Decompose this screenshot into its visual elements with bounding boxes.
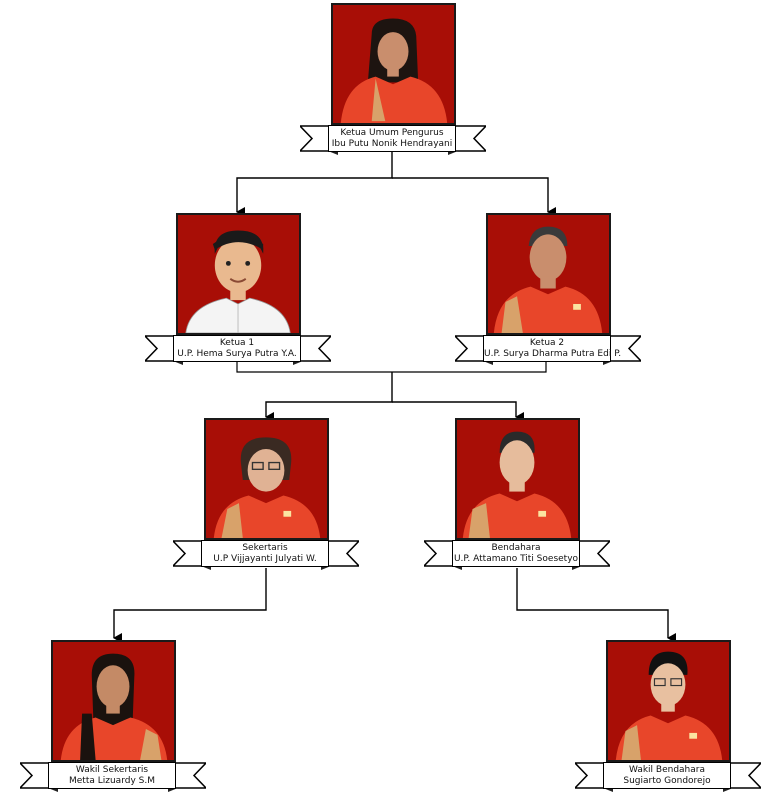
member-role: Bendahara bbox=[491, 543, 541, 553]
member-card-wakil-sekertaris: Wakil Sekertaris Metta Lizuardy S.M bbox=[20, 640, 206, 792]
member-role: Ketua Umum Pengurus bbox=[340, 128, 444, 138]
member-name: U.P. Attamano Titi Soesetyo bbox=[453, 554, 579, 564]
member-card-ketua-2: Ketua 2 U.P. Surya Dharma Putra Edi P. bbox=[455, 213, 641, 365]
member-role: Ketua 2 bbox=[529, 338, 565, 348]
member-photo bbox=[176, 213, 301, 335]
connector-to-wakil-bendahara bbox=[516, 568, 676, 643]
member-name: U.P Vijjayanti Julyati W. bbox=[213, 554, 317, 564]
person-portrait-icon bbox=[340, 18, 448, 123]
member-photo bbox=[486, 213, 611, 335]
member-role: Wakil Bendahara bbox=[629, 765, 705, 775]
connector-ketua-umum-ketua-2 bbox=[392, 177, 556, 217]
member-photo bbox=[51, 640, 176, 762]
member-card-sekertaris: Sekertaris U.P Vijjayanti Julyati W. bbox=[173, 418, 359, 570]
member-name: U.P. Surya Dharma Putra Edi P. bbox=[484, 349, 622, 359]
member-card-wakil-bendahara: Wakil Bendahara Sugiarto Gondorejo bbox=[575, 640, 761, 792]
member-role: Sekertaris bbox=[242, 543, 288, 553]
member-card-bendahara: Bendahara U.P. Attamano Titi Soesetyo bbox=[424, 418, 610, 570]
person-portrait-icon bbox=[60, 653, 168, 760]
member-role: Ketua 1 bbox=[219, 338, 255, 348]
person-portrait-icon bbox=[213, 437, 321, 538]
member-caption: Bendahara U.P. Attamano Titi Soesetyo bbox=[452, 540, 580, 567]
member-name: Metta Lizuardy S.M bbox=[69, 776, 155, 786]
cartoon-avatar-icon bbox=[185, 230, 291, 333]
member-photo bbox=[455, 418, 580, 540]
member-name: U.P. Hema Surya Putra Y.A. bbox=[177, 349, 297, 359]
member-caption: Ketua 2 U.P. Surya Dharma Putra Edi P. bbox=[483, 335, 622, 362]
member-photo bbox=[606, 640, 731, 762]
member-photo bbox=[331, 3, 456, 125]
member-caption: Ketua Umum Pengurus Ibu Putu Nonik Hendr… bbox=[328, 125, 456, 152]
connector-to-wakil-sekertaris bbox=[113, 568, 267, 643]
connector-to-sekertaris bbox=[265, 372, 393, 422]
member-caption: Wakil Sekertaris Metta Lizuardy S.M bbox=[48, 762, 176, 789]
person-portrait-icon bbox=[493, 226, 603, 333]
member-caption: Ketua 1 U.P. Hema Surya Putra Y.A. bbox=[173, 335, 301, 362]
member-caption: Wakil Bendahara Sugiarto Gondorejo bbox=[603, 762, 731, 789]
member-role: Wakil Sekertaris bbox=[75, 765, 149, 775]
connector-ketua-umum-ketua-1 bbox=[236, 152, 393, 217]
member-card-ketua-umum: Ketua Umum Pengurus Ibu Putu Nonik Hendr… bbox=[300, 3, 486, 155]
person-portrait-icon bbox=[462, 431, 572, 538]
member-caption: Sekertaris U.P Vijjayanti Julyati W. bbox=[201, 540, 329, 567]
member-photo bbox=[204, 418, 329, 540]
member-name: Sugiarto Gondorejo bbox=[623, 776, 711, 786]
member-card-ketua-1: Ketua 1 U.P. Hema Surya Putra Y.A. bbox=[145, 213, 331, 365]
person-portrait-icon bbox=[615, 651, 723, 760]
connector-to-bendahara bbox=[392, 401, 524, 422]
member-name: Ibu Putu Nonik Hendrayani bbox=[331, 139, 453, 149]
